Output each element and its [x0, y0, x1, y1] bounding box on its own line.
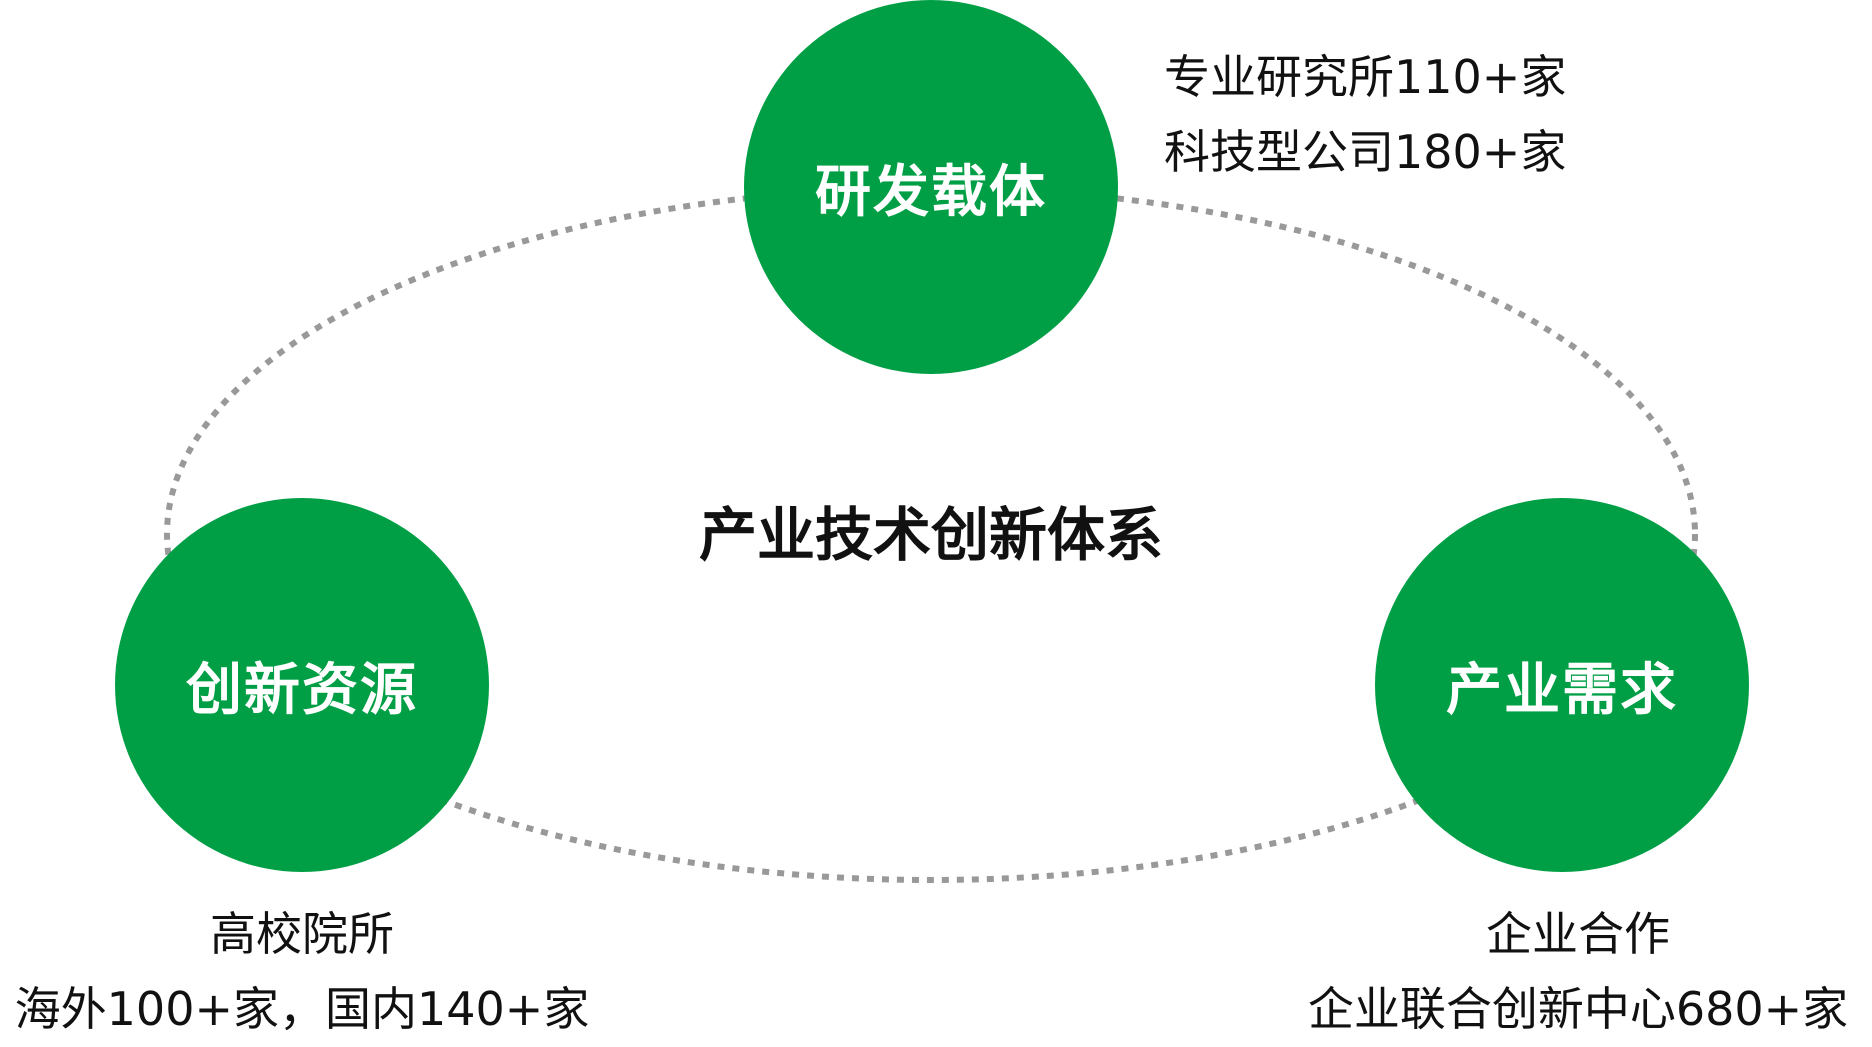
left-notes: 高校院所 海外100+家，国内140+家	[15, 897, 590, 1047]
left-note-1: 高校院所	[210, 907, 394, 961]
node-left: 创新资源	[115, 498, 489, 872]
right-notes: 企业合作 企业联合创新中心680+家	[1308, 897, 1848, 1047]
left-note-2: 海外100+家，国内140+家	[14, 982, 590, 1036]
right-note-1: 企业合作	[1486, 907, 1670, 961]
top-notes: 专业研究所110+家 科技型公司180+家	[1164, 40, 1566, 190]
dotted-ellipse	[164, 185, 1698, 883]
node-right: 产业需求	[1375, 498, 1749, 872]
right-note-2: 企业联合创新中心680+家	[1307, 982, 1849, 1036]
node-right-label: 产业需求	[1446, 657, 1678, 723]
diagram-title: 产业技术创新体系	[698, 501, 1163, 569]
node-top: 研发载体	[744, 0, 1118, 374]
top-note-2: 科技型公司180+家	[1164, 125, 1567, 179]
node-left-label: 创新资源	[186, 657, 418, 723]
node-top-label: 研发载体	[815, 159, 1047, 225]
top-note-1: 专业研究所110+家	[1164, 50, 1567, 104]
